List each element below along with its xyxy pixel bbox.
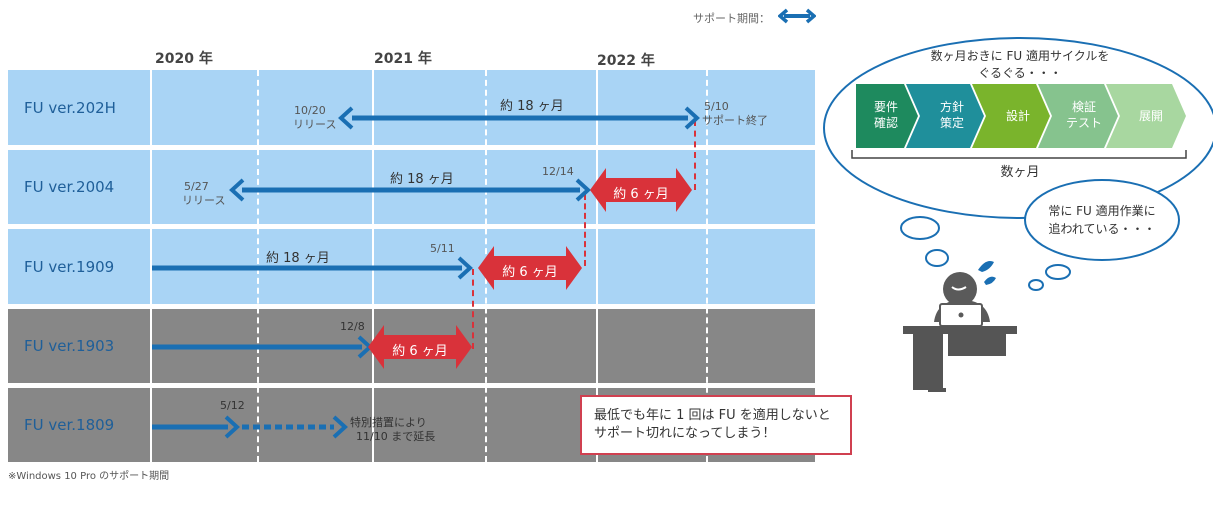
cycle-chevrons — [856, 84, 1186, 148]
r2-start-date: 5/27 — [184, 180, 209, 193]
r5-note-line2: 11/10 まで延長 — [356, 430, 436, 443]
r2-extra-duration: 約 6 ヶ月 — [613, 187, 669, 202]
duration-bracket — [851, 150, 1187, 159]
r5-note-line1: 特別措置により — [350, 416, 427, 429]
grid-line-2022-mid — [706, 70, 708, 462]
step-2-label: 方針 策定 — [922, 99, 982, 131]
r1-end-note: サポート終了 — [702, 114, 768, 127]
r1-start-date: 10/20 — [294, 104, 326, 117]
row-label-1909: FU ver.1909 — [24, 257, 115, 276]
chevron-step-4 — [1038, 84, 1118, 148]
row-label-1809: FU ver.1809 — [24, 416, 115, 434]
support-arrow-1909 — [152, 256, 473, 280]
r2-duration: 約 18 ヶ月 — [390, 172, 454, 187]
support-arrow-2004 — [229, 178, 591, 202]
legend-double-arrow-icon — [778, 8, 816, 24]
worker-thought-cloud — [1024, 179, 1180, 261]
step-4-label: 検証 テスト — [1054, 99, 1114, 131]
legend-label: サポート期間： — [693, 12, 770, 25]
r1-duration: 約 18 ヶ月 — [500, 99, 564, 114]
step-4-line2: テスト — [1065, 116, 1102, 130]
thought-line1: 数ヶ月おきに FU 適用サイクルを — [930, 49, 1110, 63]
r4-end-date: 12/8 — [340, 320, 365, 333]
r5-end-date: 5/12 — [220, 399, 245, 412]
step-3-label: 設計 — [988, 108, 1048, 124]
warning-line2: サポート切れになってしまう！ — [594, 426, 776, 441]
chevron-step-2 — [906, 84, 984, 148]
worker-dot-medium — [1045, 264, 1071, 280]
year-2022: 2022 年 — [597, 53, 655, 69]
connector-2004-end — [584, 194, 586, 266]
step-1-line1: 要件 — [873, 100, 898, 114]
thought-line2: ぐるぐる・・・ — [978, 66, 1062, 80]
chevron-step-3 — [972, 84, 1050, 148]
worker-bubble-line2: 追われている・・・ — [1048, 222, 1156, 236]
year-2021: 2021 年 — [374, 51, 432, 67]
extension-arrow-1903 — [368, 325, 472, 369]
extension-arrow-2004 — [590, 168, 692, 212]
row-202h — [8, 70, 815, 145]
extension-arrow-1909 — [478, 246, 582, 290]
r1-start-note: リリース — [293, 118, 337, 131]
step-4-line1: 検証 — [1071, 100, 1096, 114]
footnote: ※Windows 10 Pro のサポート期間 — [8, 471, 170, 482]
step-2-line2: 策定 — [939, 116, 964, 130]
row-label-202h: FU ver.202H — [24, 98, 116, 117]
step-2-line1: 方針 — [939, 100, 964, 114]
support-arrow-202h — [338, 106, 700, 130]
row-label-2004: FU ver.2004 — [24, 178, 115, 196]
cycle-duration-label: 数ヶ月 — [1000, 165, 1040, 180]
step-3-line1: 設計 — [1005, 109, 1030, 123]
year-2020: 2020 年 — [155, 51, 213, 67]
thought-dot-large — [900, 216, 940, 240]
r4-extra-duration: 約 6 ヶ月 — [392, 344, 448, 359]
support-arrow-1809 — [152, 415, 348, 439]
chevron-step-5 — [1106, 84, 1186, 148]
chevron-step-1 — [856, 84, 918, 148]
r2-end-date: 12/14 — [542, 165, 574, 178]
connector-1909-end — [472, 269, 474, 349]
row-label-1903: FU ver.1903 — [24, 337, 115, 355]
r1-end-date: 5/10 — [704, 100, 729, 113]
step-1-label: 要件 確認 — [858, 99, 914, 131]
grid-line-2022 — [596, 70, 598, 462]
thought-dot-small — [925, 249, 949, 267]
warning-line1: 最低でも年に 1 回は FU を適用しないと — [594, 408, 831, 423]
r2-start-note: リリース — [182, 194, 226, 207]
connector-202h-end — [694, 120, 696, 190]
step-1-line2: 確認 — [873, 116, 898, 130]
stressed-worker-illustration — [903, 261, 1017, 392]
r3-duration: 約 18 ヶ月 — [266, 251, 330, 266]
r3-end-date: 5/11 — [430, 242, 455, 255]
warning-callout: 最低でも年に 1 回は FU を適用しないと サポート切れになってしまう！ — [580, 395, 852, 455]
worker-bubble-line1: 常に FU 適用作業に — [1048, 204, 1156, 218]
step-5-label: 展開 — [1120, 108, 1182, 124]
grid-line-label-divider — [150, 70, 152, 462]
r3-extra-duration: 約 6 ヶ月 — [502, 265, 558, 280]
worker-dot-small — [1028, 279, 1044, 291]
step-5-line1: 展開 — [1138, 109, 1163, 123]
